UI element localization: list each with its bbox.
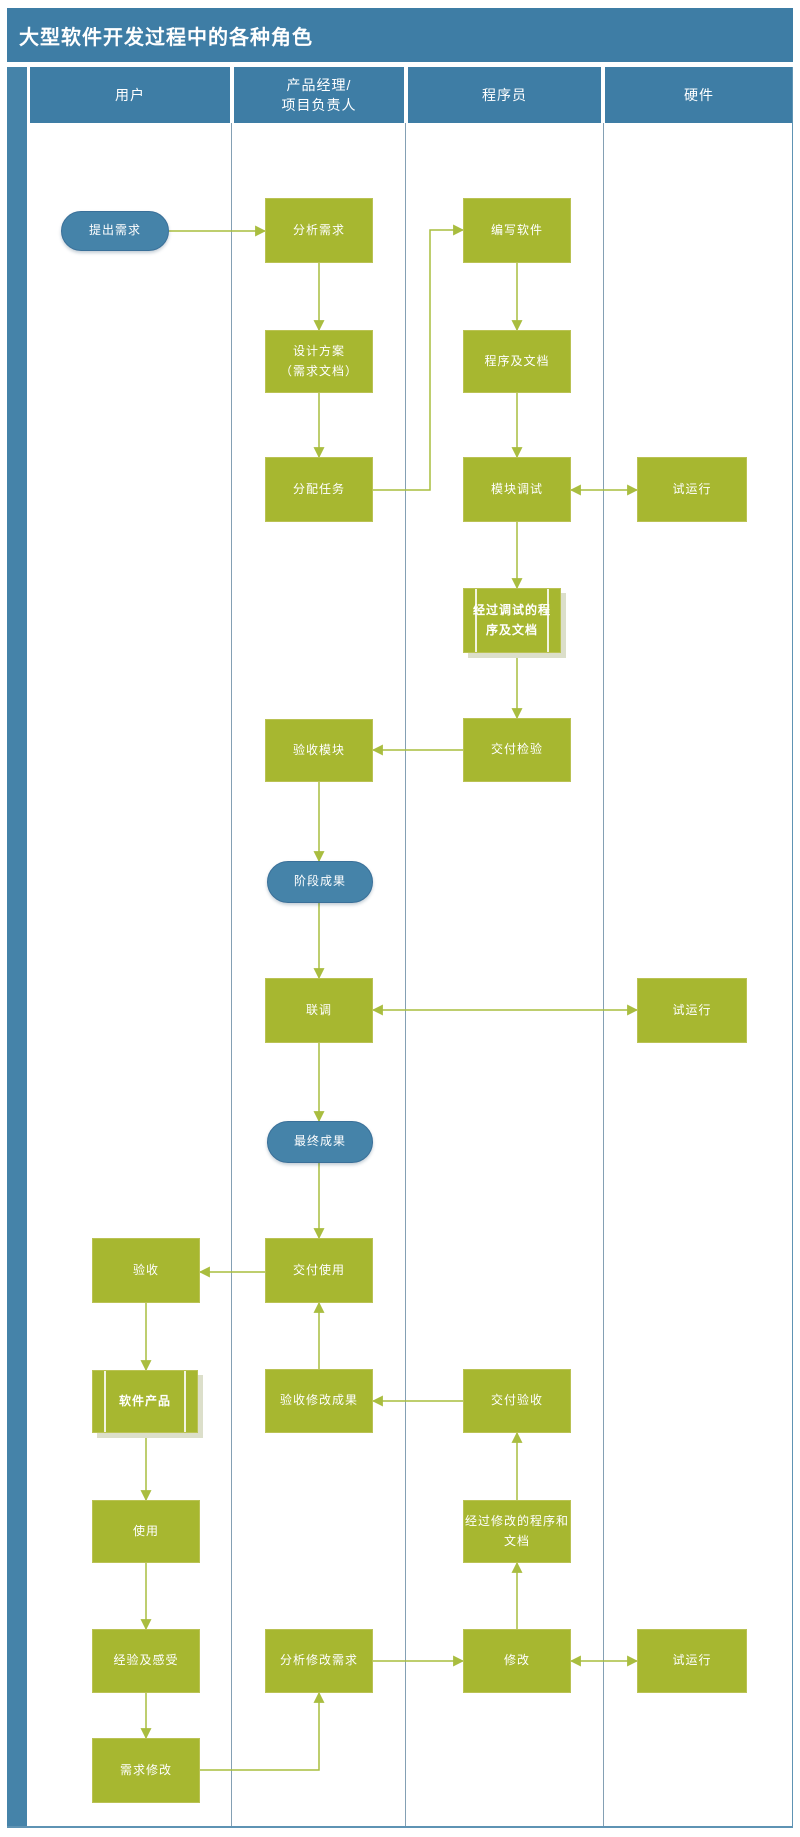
frame-bottom-border [7, 1826, 793, 1828]
node-accept-module: 验收模块 [265, 719, 373, 782]
node-module-debug: 模块调试 [463, 457, 571, 522]
node-stage-result: 阶段成果 [267, 861, 373, 903]
node-label: 需求修改 [119, 1762, 172, 1777]
lane-header-programmer: 程序员 [408, 67, 601, 123]
node-modify: 修改 [463, 1629, 571, 1693]
lane-divider-2 [405, 123, 406, 1827]
node-final-result: 最终成果 [267, 1121, 373, 1163]
node-accept-modified-result: 验收修改成果 [265, 1369, 373, 1433]
lane-divider-3 [603, 123, 604, 1827]
node-debugged-program-docs: 经过调试的程 序及文档 [463, 588, 561, 653]
node-analyze-modification: 分析修改需求 [265, 1629, 373, 1693]
node-label: 经过调试的程 序及文档 [472, 603, 551, 637]
node-deliver-inspection: 交付检验 [463, 718, 571, 782]
node-label: 模块调试 [490, 481, 543, 496]
node-design-plan: 设计方案 （需求文档） [265, 330, 373, 393]
node-program-and-docs: 程序及文档 [463, 330, 571, 393]
node-deliver-for-use: 交付使用 [265, 1238, 373, 1303]
predefined-bar-right [184, 1371, 186, 1432]
predefined-bar-left [104, 1371, 106, 1432]
node-label: 交付检验 [490, 742, 543, 757]
node-raise-requirement: 提出需求 [61, 211, 169, 251]
node-label: 提出需求 [88, 223, 141, 238]
node-deliver-acceptance: 交付验收 [463, 1369, 571, 1433]
node-label: 试运行 [672, 481, 712, 496]
node-label: 验收修改成果 [279, 1393, 358, 1408]
node-requirement-modification: 需求修改 [92, 1738, 200, 1803]
node-label: 设计方案 （需求文档） [279, 344, 358, 378]
node-modified-program-docs: 经过修改的程序和 文档 [463, 1500, 571, 1563]
node-acceptance: 验收 [92, 1238, 200, 1303]
node-experience-feedback: 经验及感受 [92, 1629, 200, 1693]
node-joint-debug: 联调 [265, 978, 373, 1043]
connector-assign-tasks-to-write-software [373, 224, 465, 491]
diagram-title: 大型软件开发过程中的各种角色 [7, 8, 793, 62]
node-label: 分析需求 [292, 222, 345, 237]
frame-right-border [792, 67, 793, 1827]
lane-header-hardware: 硬件 [605, 67, 793, 123]
node-label: 交付验收 [490, 1393, 543, 1408]
node-label: 最终成果 [293, 1134, 346, 1149]
node-trial-run-3: 试运行 [637, 1629, 747, 1693]
node-label: 软件产品 [118, 1393, 171, 1408]
node-label: 经过修改的程序和 文档 [464, 1514, 569, 1548]
node-label: 验收模块 [292, 742, 345, 757]
node-label: 阶段成果 [293, 874, 346, 889]
connector-requirement-modification-to-analyze-modification [200, 1691, 325, 1771]
lane-divider-1 [231, 123, 232, 1827]
node-trial-run-2: 试运行 [637, 978, 747, 1043]
node-label: 编写软件 [490, 222, 543, 237]
node-write-software: 编写软件 [463, 198, 571, 263]
lane-header-product-manager: 产品经理/ 项目负责人 [234, 67, 404, 123]
node-label: 分析修改需求 [279, 1653, 358, 1668]
node-analyze-requirement: 分析需求 [265, 198, 373, 263]
node-label: 联调 [305, 1002, 332, 1017]
node-label: 使用 [132, 1523, 159, 1538]
node-label: 经验及感受 [113, 1653, 179, 1668]
node-label: 分配任务 [292, 481, 345, 496]
lane-header-user: 用户 [30, 67, 230, 123]
node-software-product: 软件产品 [92, 1370, 198, 1433]
predefined-bar-right [547, 589, 549, 652]
node-label: 交付使用 [292, 1262, 345, 1277]
node-label: 验收 [132, 1262, 159, 1277]
node-use: 使用 [92, 1500, 200, 1563]
phase-side-bar [7, 67, 27, 1827]
node-label: 修改 [503, 1653, 530, 1668]
node-assign-tasks: 分配任务 [265, 457, 373, 522]
node-trial-run-1: 试运行 [637, 457, 747, 522]
node-label: 程序及文档 [484, 353, 550, 368]
node-label: 试运行 [672, 1002, 712, 1017]
node-label: 试运行 [672, 1653, 712, 1668]
predefined-bar-left [475, 589, 477, 652]
